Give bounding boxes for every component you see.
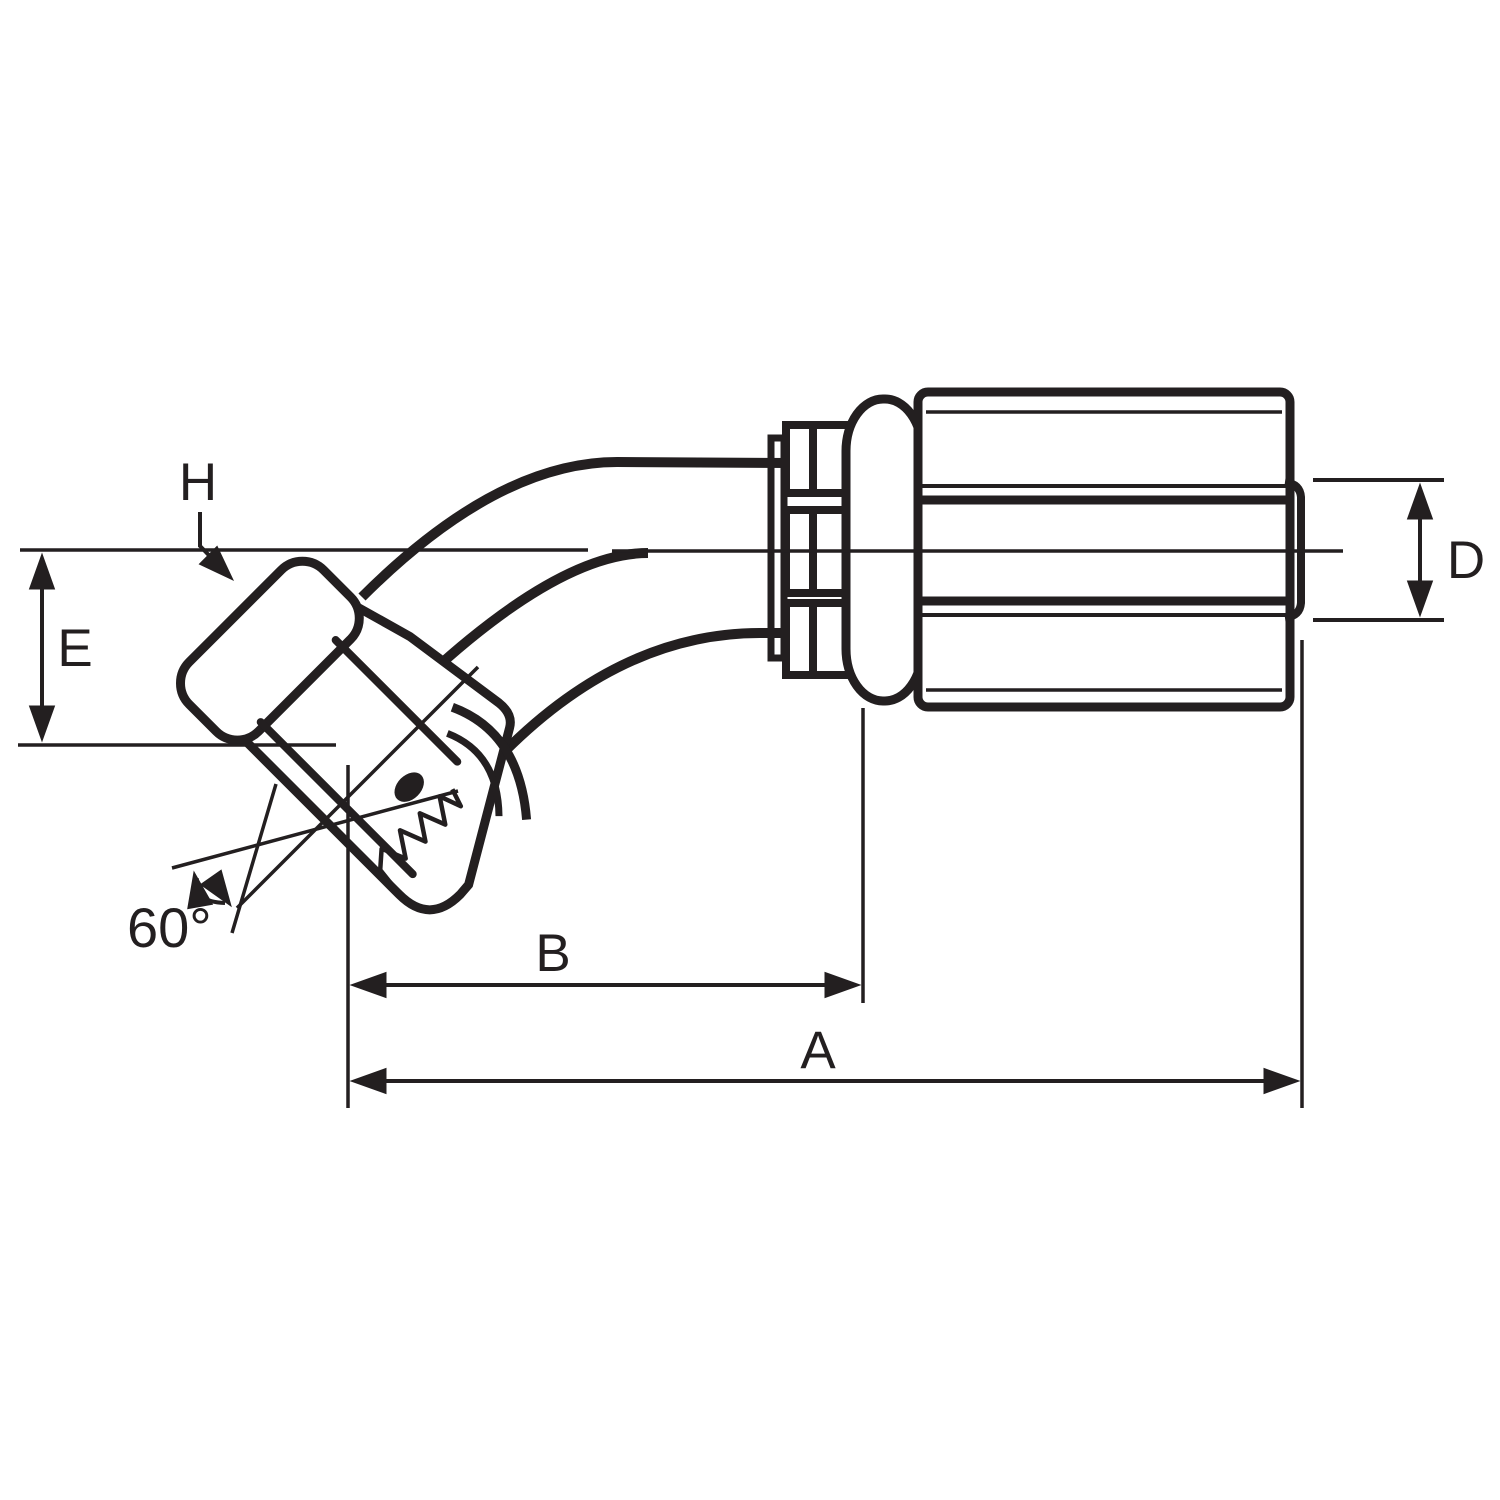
e-arrowhead-top: [29, 553, 55, 590]
b-arrowhead-right: [824, 972, 861, 998]
dimension-h: [198, 512, 243, 590]
dimension-b: [346, 708, 865, 1108]
ferrule-body-lines: [918, 410, 1289, 692]
nut-thread-zigzag: [377, 788, 464, 886]
collar-ring-bottom: [782, 599, 854, 679]
a-arrowhead-left: [350, 1068, 387, 1094]
cone-angle-line-steep: [230, 783, 278, 934]
nut-seat-dot: [394, 772, 424, 802]
a-arrowhead-right: [1263, 1068, 1300, 1094]
dimension-e: [29, 553, 55, 742]
b-arrowhead-left: [350, 972, 387, 998]
dimension-a: [350, 640, 1304, 1108]
dimensions: [29, 478, 1444, 1108]
nut-cone-crescent-inner: [446, 730, 503, 817]
construction-lines: [18, 548, 1343, 934]
label-a: A: [800, 1021, 836, 1080]
nut-hex-shoulder-edge: [331, 636, 462, 766]
nut-top-flat: [176, 556, 364, 745]
nut-axis-line: [235, 665, 480, 910]
d-arrowhead-top: [1407, 483, 1433, 520]
collar-ring-top: [782, 421, 854, 497]
dimension-cone-angle: [181, 869, 242, 914]
elbow-nut: [176, 556, 532, 915]
label-cone-angle: 60°: [127, 896, 212, 959]
dimension-d: [1313, 478, 1444, 622]
tube-outer-top-curve: [358, 456, 791, 601]
label-d: D: [1447, 531, 1485, 590]
label-h: H: [179, 453, 217, 512]
label-e: E: [57, 619, 92, 678]
label-b: B: [535, 924, 570, 983]
nut-cone-crescent-outer: [450, 703, 532, 821]
d-arrowhead-bottom: [1407, 580, 1433, 617]
cone-angle-line-shallow: [171, 789, 459, 870]
dimension-labels: H E D B A 60°: [57, 453, 1485, 1080]
e-arrowhead-bottom: [29, 705, 55, 742]
